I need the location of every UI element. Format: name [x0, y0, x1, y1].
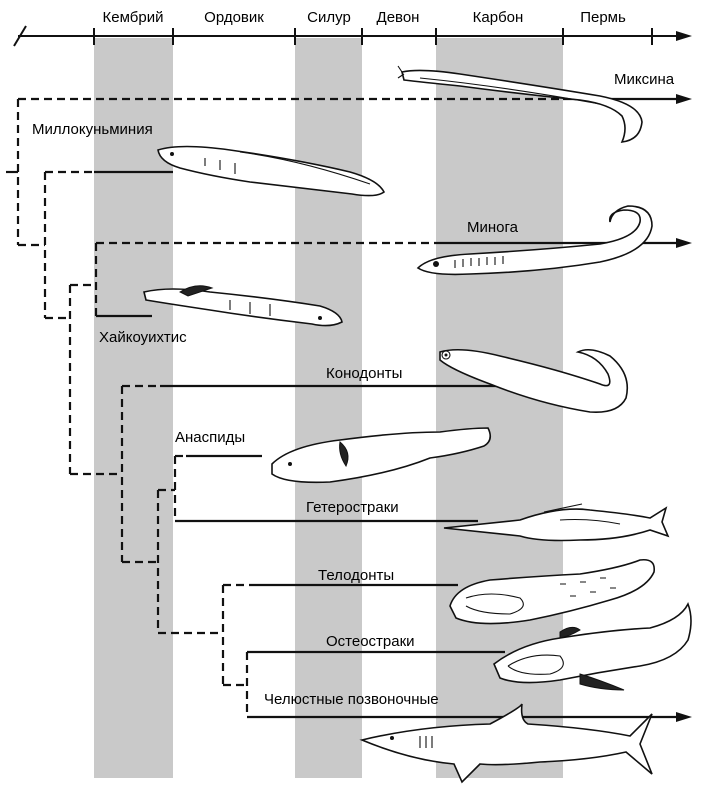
- taxon-label-heterostraci: Гетеростраки: [306, 499, 399, 516]
- taxon-label-osteostraci: Остеостраки: [326, 633, 415, 650]
- period-label-permian: Пермь: [580, 9, 626, 26]
- period-label-carboniferous: Карбон: [473, 9, 524, 26]
- conodont-illustration: [439, 348, 629, 414]
- period-label-cambrian: Кембрий: [103, 9, 164, 26]
- taxon-label-lamprey: Минога: [467, 219, 519, 236]
- axis-break-mark: [13, 25, 27, 47]
- time-axis: [13, 25, 692, 47]
- shark-illustration: [359, 703, 653, 784]
- period-label-devonian: Девон: [377, 9, 420, 26]
- silurian-band: [295, 38, 362, 778]
- taxon-label-conodonts: Конодонты: [326, 365, 402, 382]
- taxon-label-gnathostomes: Челюстные позвоночные: [264, 691, 439, 708]
- taxon-label-myxine: Миксина: [614, 71, 675, 88]
- osteostracan-illustration: [493, 602, 692, 691]
- cambrian-band: [94, 38, 173, 778]
- haikouichthys-illustration: [143, 285, 343, 327]
- period-label-silurian: Силур: [307, 9, 351, 26]
- myllokunmingia-illustration: [157, 145, 386, 197]
- hagfish-illustration: [397, 65, 643, 143]
- lamprey-illustration: [416, 205, 653, 276]
- taxon-label-myllokunmingia: Миллокуньминия: [32, 121, 153, 138]
- anaspid-illustration: [271, 427, 492, 484]
- taxon-label-anaspids: Анаспиды: [175, 429, 245, 446]
- period-label-ordovician: Ордовик: [204, 9, 264, 26]
- taxon-label-haikouichthys: Хайкоуихтис: [99, 329, 187, 346]
- taxon-label-thelodonts: Телодонты: [318, 567, 394, 584]
- heterostracan-illustration: [443, 503, 670, 542]
- thelodont-illustration: [449, 558, 656, 625]
